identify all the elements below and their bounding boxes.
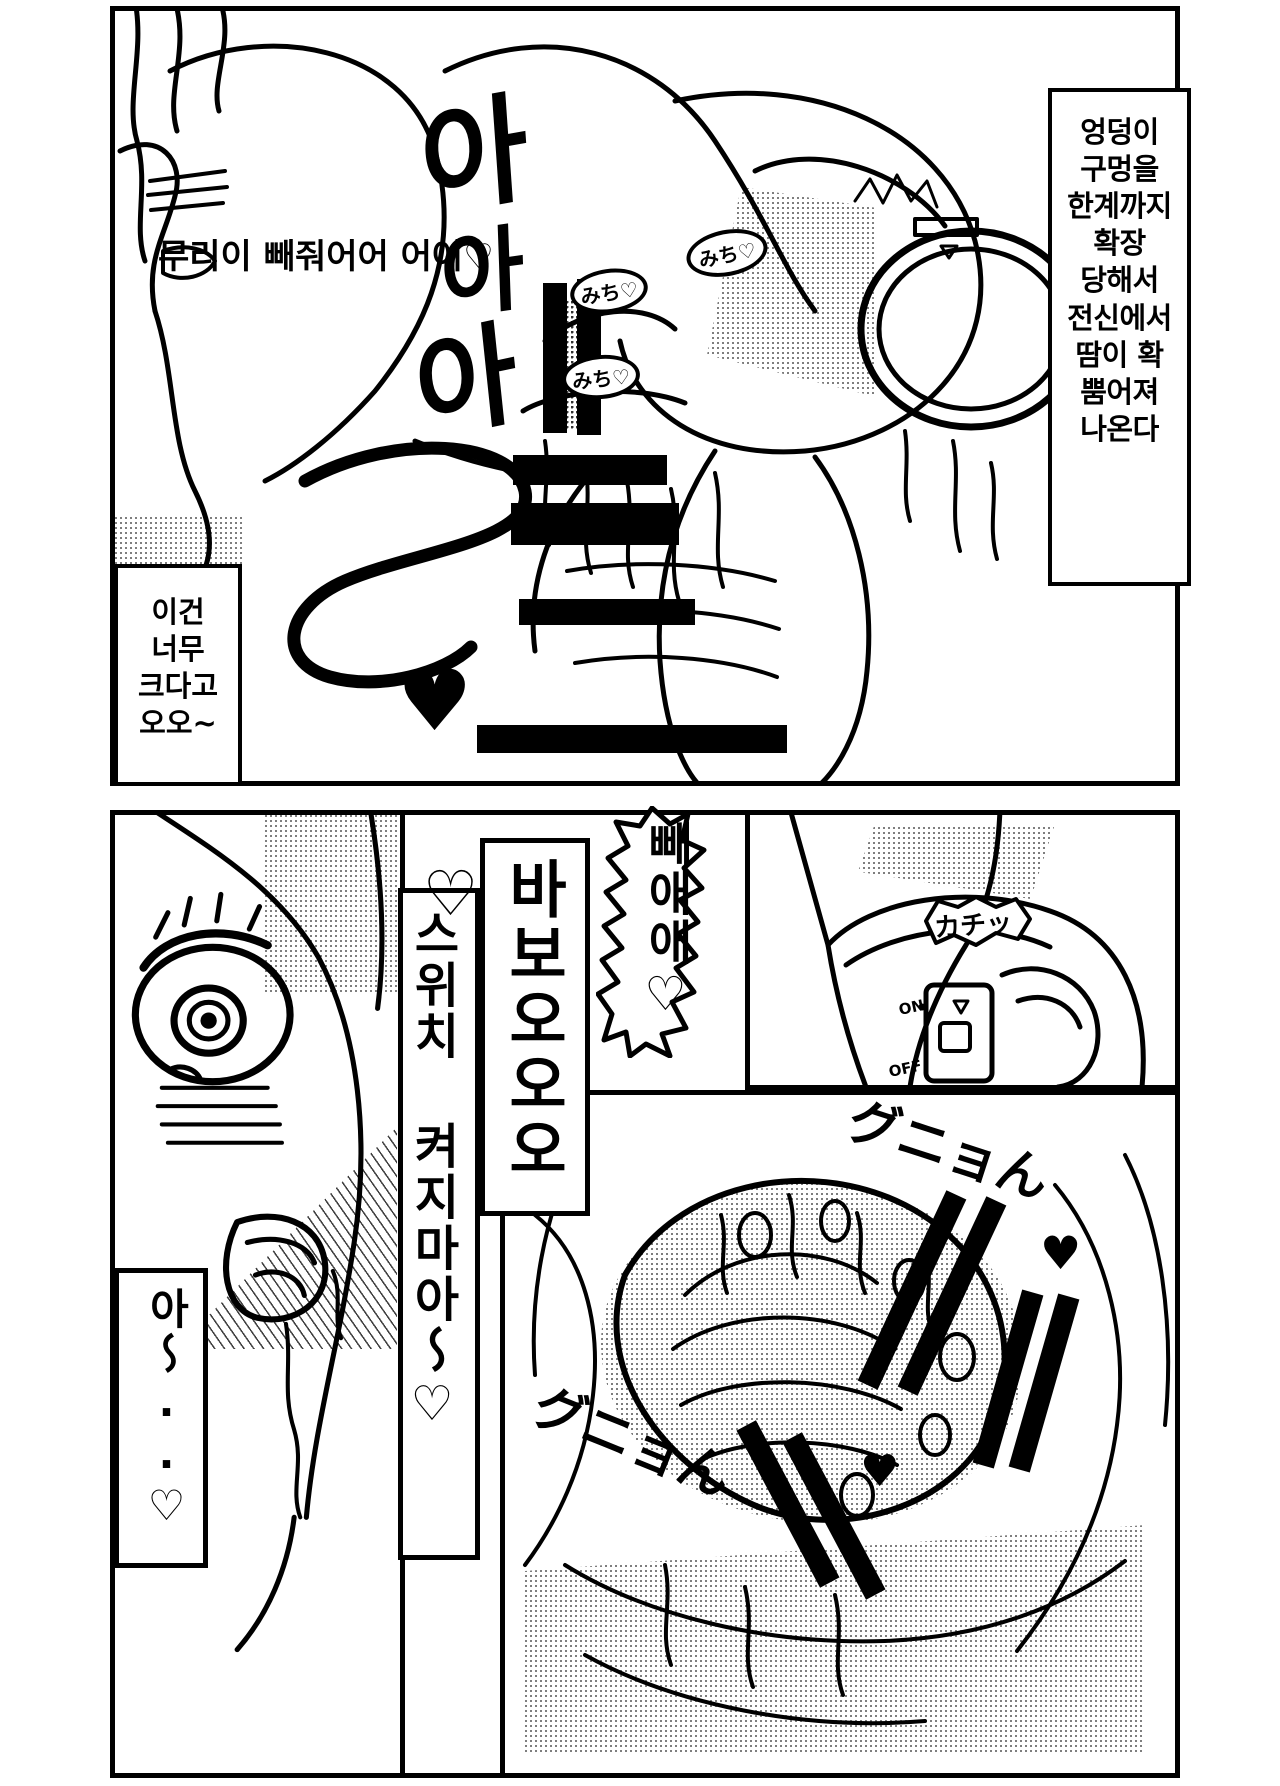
heart-icon: ♥ — [1040, 1226, 1082, 1280]
narration-line: 오오~ — [139, 706, 217, 741]
textbox-babo: 바보오오오♡ — [414, 838, 590, 1216]
narration-line: 이건 — [151, 595, 205, 629]
dialogue-muri: 무리이 빼줘어어 어어♡ — [158, 233, 494, 282]
spiky-bubble-shape — [596, 806, 707, 1058]
censor-bar — [511, 503, 679, 545]
svg-text:OFF: OFF — [887, 1056, 923, 1081]
subpanel-body-closeup — [500, 1090, 1175, 1773]
subpanel-remote-hand: ON OFF カチッ — [745, 815, 1175, 1090]
hatch-shading — [175, 1127, 397, 1349]
narration-box-right: 엉덩이 구멍을 한계까지 확장 당해서 전신에서 땀이 확 뿜어져 나온다 — [1048, 88, 1191, 586]
sfx-ah-1: 아 — [415, 77, 533, 235]
censor-bar — [543, 283, 567, 433]
dialogue-line: 빼줘어어 — [263, 237, 389, 277]
top-panel: 아 아 아 ♥ みち♡ みち♡ みち♡ — [110, 6, 1180, 786]
bottom-panel: ON OFF カチッ — [110, 810, 1180, 1778]
click-sfx-bubble: カチッ — [918, 893, 1036, 949]
narration-line: 구멍을 — [1080, 152, 1159, 187]
screentone-hair — [265, 815, 400, 995]
screentone-hip — [707, 187, 877, 397]
narration-line: 한계까지 — [1067, 189, 1172, 224]
textbox-switch-off: 스위치 켜지마아～♡ — [398, 888, 480, 1560]
spiky-bubble-text: 빼애애♡ — [638, 820, 693, 1024]
top-panel-artwork — [117, 11, 1148, 781]
screentone-lower — [525, 1525, 1145, 1755]
censor-bar — [513, 455, 667, 485]
svg-text:ON: ON — [897, 996, 926, 1019]
narration-line: 땀이 확 — [1075, 337, 1164, 372]
sfx-kachi: カチッ — [933, 908, 1014, 944]
censor-bar — [519, 599, 695, 625]
textbox-ah: 아～..♡ — [114, 1268, 208, 1568]
dialogue-line: 어어♡ — [400, 237, 494, 277]
narration-line: 전신에서 — [1067, 300, 1172, 335]
narration-line: 뿜어져 — [1080, 374, 1159, 409]
brush-swoosh — [287, 441, 532, 689]
narration-line: 나온다 — [1080, 411, 1159, 446]
narration-line: 엉덩이 — [1080, 115, 1159, 149]
narration-line: 크다고 — [137, 669, 219, 704]
narration-box-left: 이건 너무 크다고 오오~ — [114, 564, 242, 786]
narration-line: 당해서 — [1080, 263, 1159, 298]
censor-bar — [477, 725, 787, 753]
dialogue-line: 무리이 — [158, 237, 252, 277]
sfx-ah-3: 아 — [409, 307, 524, 459]
narration-line: 확장 — [1093, 226, 1146, 261]
narration-line: 너무 — [151, 632, 205, 667]
screentone-remote — [858, 827, 1054, 899]
heart-icon: ♥ — [397, 652, 473, 750]
spiky-bubble-bbae: 빼애애♡ — [596, 806, 708, 1058]
heart-icon: ♥ — [860, 1446, 900, 1497]
